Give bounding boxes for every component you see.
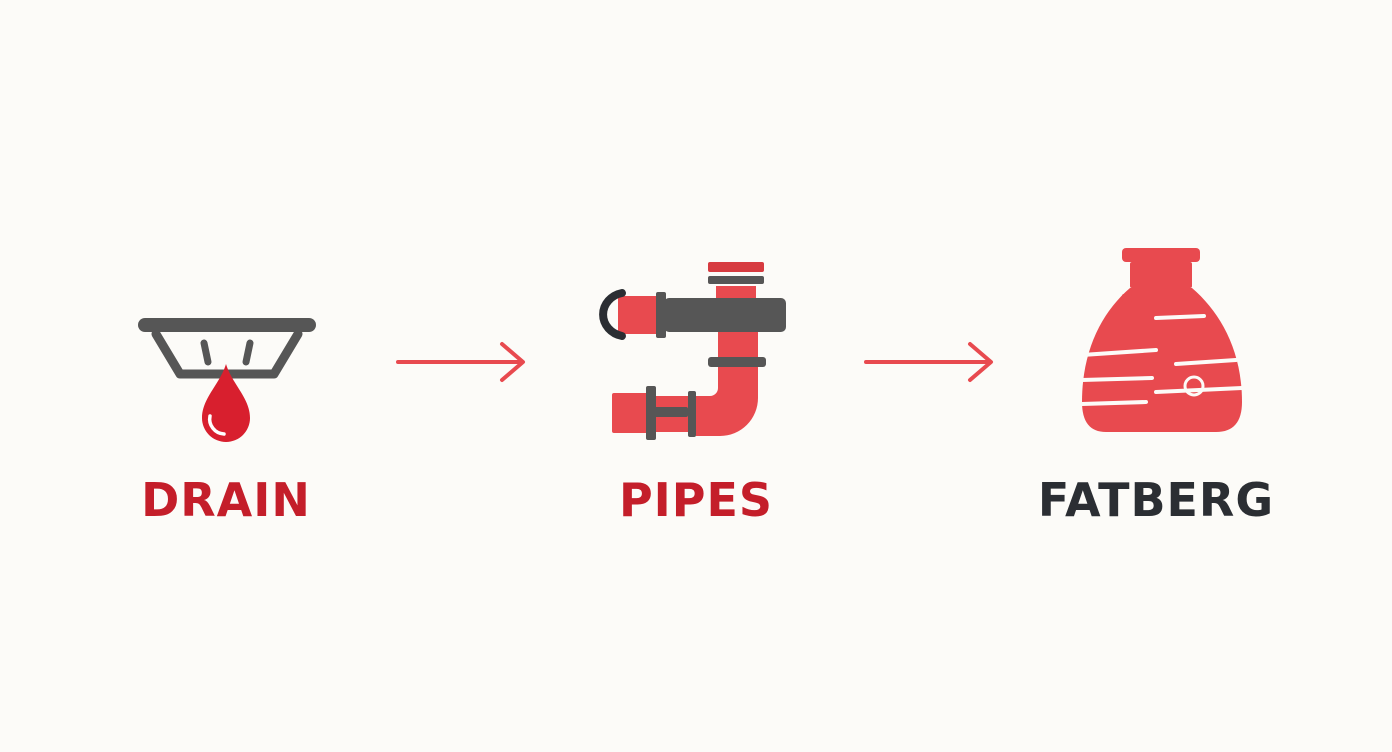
arrow-right-icon xyxy=(396,342,525,382)
step-drain: DRAIN xyxy=(76,0,376,752)
drain-icon xyxy=(138,318,316,442)
arrow-right-icon xyxy=(864,342,993,382)
step-pipes: PIPES xyxy=(546,0,846,752)
step-label-drain: DRAIN xyxy=(141,473,311,527)
pipes-icon xyxy=(599,262,786,440)
fatberg-icon xyxy=(1080,248,1244,432)
step-label-fatberg: FATBERG xyxy=(1037,473,1275,527)
step-fatberg: FATBERG xyxy=(1006,0,1306,752)
step-label-pipes: PIPES xyxy=(618,473,774,527)
